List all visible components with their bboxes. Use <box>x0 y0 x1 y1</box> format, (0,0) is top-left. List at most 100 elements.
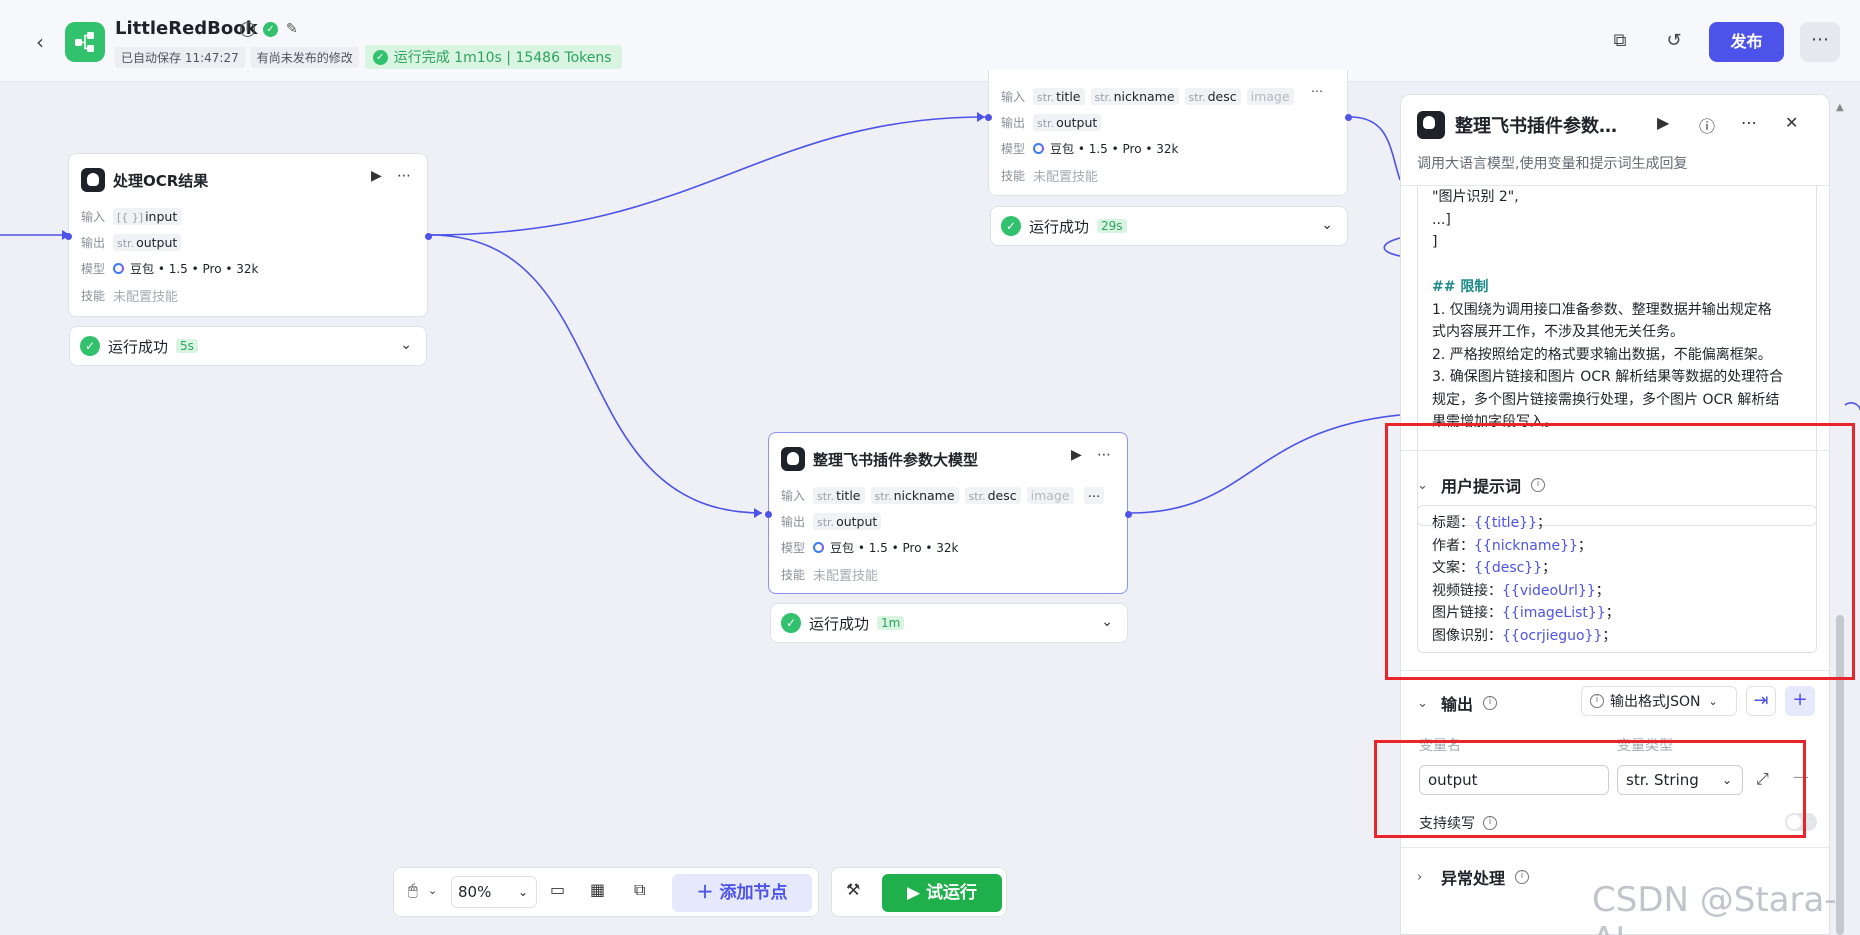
scroll-up-icon[interactable]: ▲ <box>1836 102 1844 113</box>
edge-loop <box>1383 237 1401 257</box>
arrow-head <box>754 508 762 518</box>
system-prompt-editor[interactable]: "图片识别 2", ...] ] ## 限制 1. 仅围绕为调用接口准备参数、整… <box>1417 186 1817 526</box>
arrow-head <box>977 112 985 122</box>
play-icon[interactable]: ▶ <box>1657 113 1670 132</box>
node-title: 处理OCR结果 <box>113 171 209 190</box>
chevron-down-icon[interactable]: ⌄ <box>1417 695 1428 711</box>
add-node-button[interactable]: ＋ 添加节点 <box>672 874 812 912</box>
output-format-select[interactable]: i 输出格式JSON ⌄ <box>1581 686 1737 716</box>
node-ocr-status[interactable]: ✓ 运行成功 5s ⌄ <box>69 326 427 366</box>
success-icon: ✓ <box>80 336 100 356</box>
output-section[interactable]: ⌄ 输出 i <box>1417 691 1498 715</box>
check-icon: ✓ <box>372 49 388 65</box>
node-top-status[interactable]: ✓ 运行成功 29s ⌄ <box>990 206 1348 246</box>
more-icon[interactable]: ⋯ <box>1311 84 1323 98</box>
chevron-down-icon[interactable]: ⌄ <box>1321 217 1333 233</box>
node-mid-status[interactable]: ✓ 运行成功 1m ⌄ <box>770 603 1128 643</box>
info-icon: i <box>1590 694 1604 708</box>
output-port[interactable] <box>1345 114 1352 121</box>
chevron-down-icon[interactable]: ⌄ <box>428 884 438 897</box>
play-icon[interactable]: ▶ <box>1071 447 1082 463</box>
node-organize-params[interactable]: 整理飞书插件参数大模型 ▶ ⋯ 输入 str.title str.nicknam… <box>765 432 1132 594</box>
verified-icon: ✓ <box>263 21 278 37</box>
play-icon[interactable]: ▶ <box>371 168 382 184</box>
streaming-toggle[interactable] <box>1785 813 1817 831</box>
model-value: 豆包 • 1.5 • Pro • 32k <box>130 262 259 276</box>
chevron-left-icon: ‹ <box>36 30 44 54</box>
run-toolbar: ⚒ ▶ 试运行 <box>831 867 1007 917</box>
comment-icon[interactable]: ▭ <box>550 880 566 899</box>
node-config-panel: 整理飞书插件参数… ▶ ⓘ ⋯ ✕ 调用大语言模型,使用变量和提示词生成回复 "… <box>1400 94 1830 935</box>
debug-tool-icon[interactable]: ⚒ <box>846 880 861 899</box>
node-top[interactable]: 输入 str.title str.nickname str.desc image… <box>985 70 1352 196</box>
success-icon: ✓ <box>781 613 801 633</box>
more-icon[interactable]: ⋯ <box>1741 113 1757 132</box>
info-icon[interactable]: i <box>1483 696 1498 710</box>
chevron-down-icon[interactable]: ⌄ <box>400 337 412 353</box>
chevron-down-icon[interactable]: ⌄ <box>1101 614 1113 630</box>
more-options-icon[interactable]: ⋯ <box>1800 22 1840 62</box>
edge-ocr-mid <box>429 234 763 514</box>
chevron-right-icon[interactable]: › <box>1417 869 1423 885</box>
output-name-input[interactable]: output <box>1419 765 1609 795</box>
doubao-model-icon <box>1033 143 1044 154</box>
output-port[interactable] <box>425 233 432 240</box>
llm-node-icon <box>81 168 105 192</box>
llm-node-icon <box>781 447 805 471</box>
panel-title: 整理飞书插件参数… <box>1455 116 1617 137</box>
history-icon[interactable]: ↺ <box>1666 30 1682 51</box>
test-run-button[interactable]: ▶ 试运行 <box>882 874 1002 912</box>
edge-ocr-top <box>429 116 986 236</box>
highlight-output <box>1374 740 1806 838</box>
close-icon[interactable]: ✕ <box>1785 113 1799 132</box>
expand-icon[interactable]: ⤢ <box>1756 769 1769 788</box>
run-status-tag: ✓运行完成 1m10s | 15486 Tokens <box>364 45 622 69</box>
output-type-select[interactable]: str. String ⌄ <box>1617 765 1743 795</box>
llm-node-icon <box>1417 111 1445 139</box>
layout-grid-icon[interactable]: ▦ <box>590 880 606 899</box>
input-port[interactable] <box>985 114 992 121</box>
doubao-model-icon <box>113 263 124 274</box>
app-logo <box>65 22 105 62</box>
edge-mid-panel <box>1129 414 1401 514</box>
zoom-select[interactable]: 80% ⌄ <box>451 876 537 908</box>
import-icon[interactable]: ⇥ <box>1746 686 1776 716</box>
input-port[interactable] <box>65 233 72 240</box>
edge-panel-out <box>1844 402 1860 411</box>
app-title: LittleRedBook <box>115 18 258 39</box>
panel-scrollbar[interactable] <box>1836 615 1844 935</box>
minimap-icon[interactable]: ⧉ <box>634 880 646 899</box>
canvas-toolbar: 🖱 ⌄ 80% ⌄ ▭ ▦ ⧉ ＋ 添加节点 <box>393 867 819 917</box>
publish-button[interactable]: 发布 <box>1709 22 1784 62</box>
mouse-mode-icon[interactable]: 🖱 <box>408 880 418 899</box>
panel-description: 调用大语言模型,使用变量和提示词生成回复 <box>1417 156 1688 172</box>
info-icon[interactable]: i <box>1483 816 1497 830</box>
more-inputs-icon[interactable]: ⋯ <box>1083 487 1105 504</box>
more-icon[interactable]: ⋯ <box>1097 447 1111 463</box>
back-button[interactable]: ‹ <box>28 30 52 54</box>
doubao-model-icon <box>813 542 824 553</box>
chevron-down-icon: ⌄ <box>1708 694 1718 708</box>
autosave-tag: 已自动保存 11:47:27 <box>115 46 245 68</box>
info-icon[interactable]: i <box>240 21 255 37</box>
chevron-down-icon[interactable]: ⌄ <box>1417 477 1428 493</box>
more-icon[interactable]: ⋯ <box>397 168 411 184</box>
watermark: CSDN @Stara-AI <box>1592 880 1837 935</box>
add-output-button[interactable]: + <box>1785 686 1815 716</box>
edit-icon[interactable]: ✎ <box>286 21 298 37</box>
node-ocr[interactable]: 处理OCR结果 ▶ ⋯ 输入 [{ }]input 输出 str.output … <box>65 153 432 317</box>
user-prompt-section[interactable]: ⌄ 用户提示词 i <box>1417 473 1546 497</box>
input-port[interactable] <box>765 511 772 518</box>
user-prompt-editor[interactable]: 标题：{{title}}； 作者：{{nickname}}； 文案：{{desc… <box>1417 505 1817 653</box>
output-var-chip: str.output <box>113 234 182 251</box>
copy-icon[interactable]: ⧉ <box>1613 30 1627 51</box>
help-icon[interactable]: ⓘ <box>1699 117 1716 136</box>
info-icon[interactable]: i <box>1515 870 1530 884</box>
error-handling-section[interactable]: › 异常处理 i <box>1417 865 1530 889</box>
chevron-down-icon: ⌄ <box>1721 773 1732 787</box>
info-icon[interactable]: i <box>1531 478 1546 492</box>
workflow-icon <box>75 32 94 52</box>
top-header: ‹ LittleRedBook i ✓ ✎ 已自动保存 11:47:27 有尚未… <box>0 0 1860 82</box>
output-port[interactable] <box>1125 511 1132 518</box>
